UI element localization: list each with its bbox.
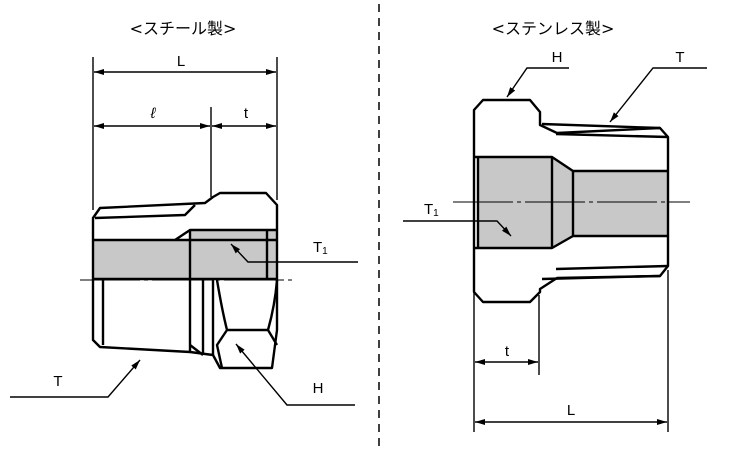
steel-inner-lines (93, 204, 277, 352)
leader-T (609, 67, 707, 123)
thread-lines (101, 280, 215, 356)
label-T1: T1 (424, 201, 439, 219)
label-L: L (177, 53, 185, 70)
leader-T1 (403, 220, 512, 237)
steel-drawing: <スチール製> L ℓ t T H T1 (10, 19, 358, 406)
steel-title: <スチール製> (130, 19, 237, 38)
label-l: ℓ (150, 105, 157, 122)
stainless-title: <ステンレス製> (492, 19, 615, 38)
label-T: T (53, 373, 62, 390)
stainless-drawing: <ステンレス製> t L H T T1 (403, 19, 707, 432)
bore-section (573, 171, 668, 236)
label-H: H (552, 49, 563, 66)
label-L: L (567, 402, 575, 419)
steel-body-outline (91, 191, 279, 370)
leader-T1 (230, 243, 358, 263)
label-H: H (313, 380, 324, 397)
label-T1: T1 (313, 239, 328, 257)
bore-section (94, 240, 276, 279)
label-t: t (505, 343, 510, 360)
hex-outline (215, 279, 279, 369)
leader-H (235, 343, 355, 406)
label-t: t (244, 105, 249, 122)
label-T: T (675, 49, 684, 66)
leader-H (506, 67, 569, 98)
thread-lines (541, 122, 669, 281)
leader-T (10, 359, 141, 398)
